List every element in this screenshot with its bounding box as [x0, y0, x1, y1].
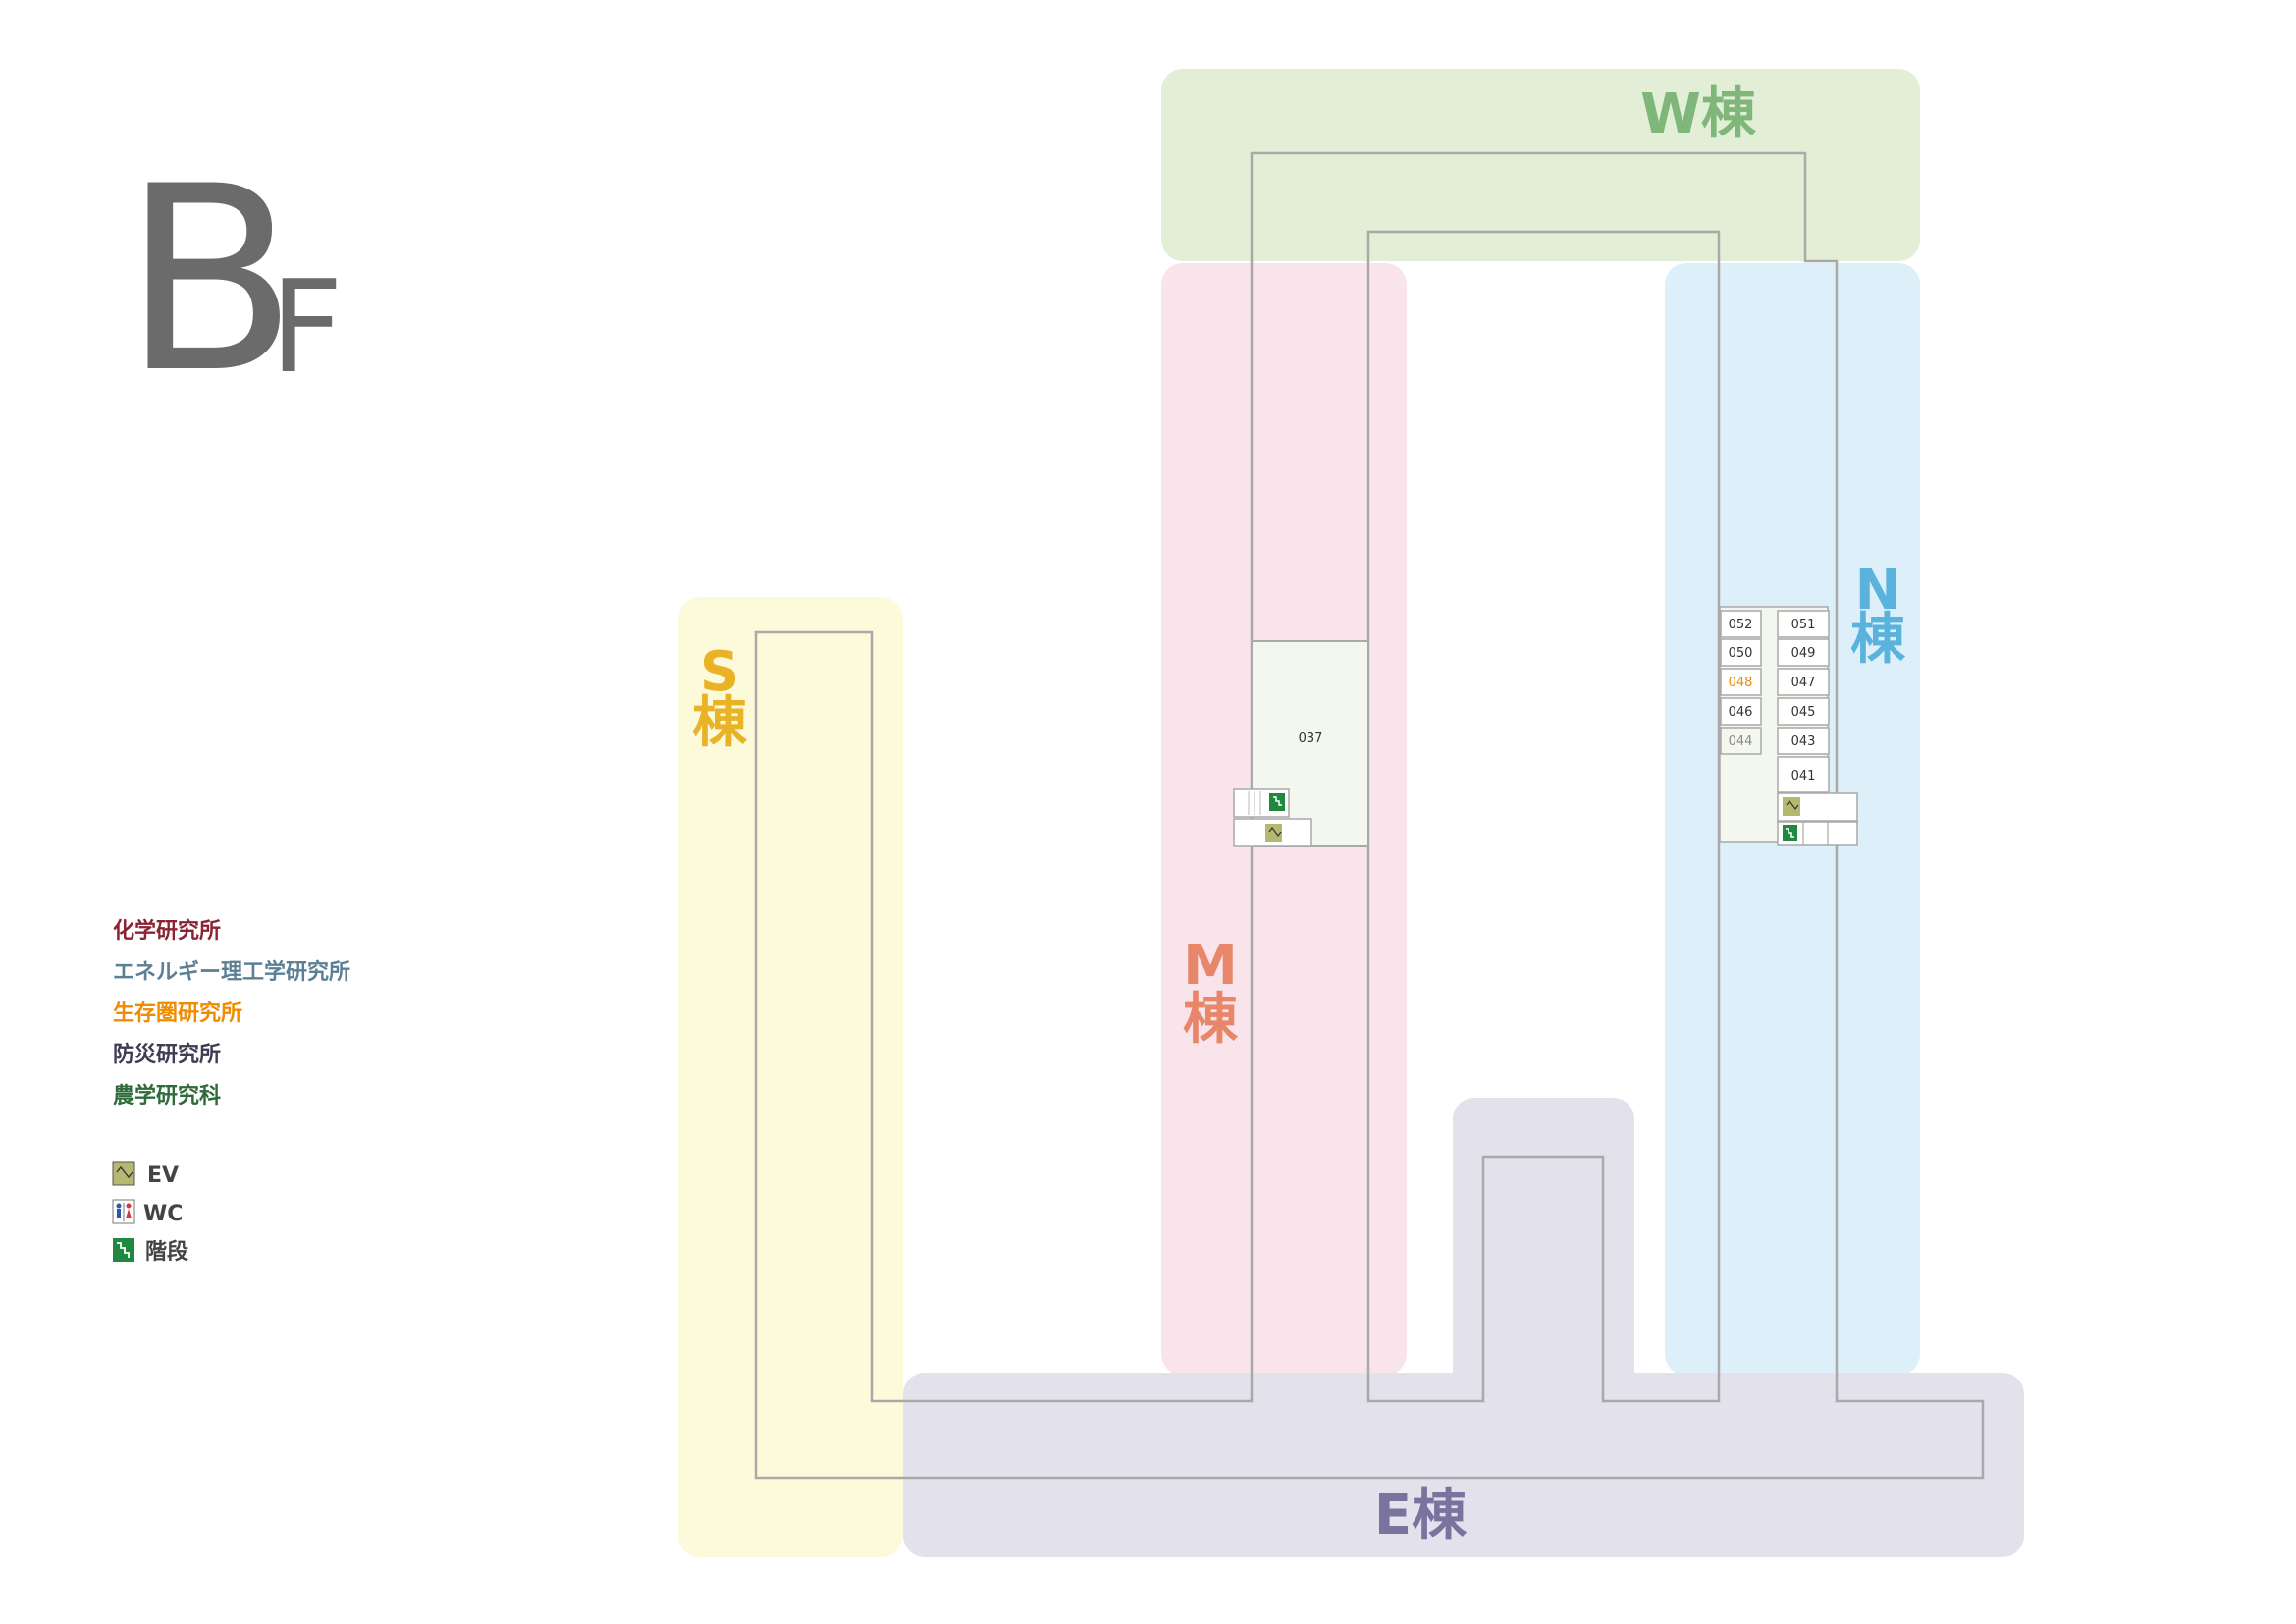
room-045-number: 045	[1791, 705, 1816, 720]
room-052[interactable]	[1720, 610, 1762, 638]
legend-institute-agri: 農学研究科	[113, 1083, 221, 1109]
legend-ev-label: EV	[147, 1164, 179, 1188]
room-048-number: 048	[1729, 676, 1753, 690]
building-label-m: M	[1183, 934, 1238, 998]
room-050[interactable]	[1720, 638, 1762, 667]
elevator-icon	[1783, 797, 1800, 816]
room-043-number: 043	[1791, 734, 1816, 749]
legend-institute-energy: エネルギー理工学研究所	[113, 959, 350, 985]
room-047[interactable]	[1777, 668, 1830, 696]
room-041-number: 041	[1791, 769, 1816, 784]
room-048[interactable]	[1720, 668, 1762, 696]
room-049-number: 049	[1791, 646, 1816, 661]
legend-institute-humanosphere: 生存圏研究所	[113, 1001, 242, 1026]
building-label-s-suffix: 棟	[692, 691, 748, 755]
room-041[interactable]	[1777, 756, 1830, 793]
room-037-number: 037	[1299, 731, 1323, 746]
zone-w-building	[1161, 69, 1920, 261]
stairs-icon	[1269, 793, 1285, 811]
room-043[interactable]	[1777, 727, 1830, 755]
room-051-number: 051	[1791, 618, 1816, 632]
room-047-number: 047	[1791, 676, 1816, 690]
room-045[interactable]	[1777, 697, 1830, 726]
room-046[interactable]	[1720, 697, 1762, 726]
elevator-legend-icon	[112, 1161, 135, 1186]
corridor-outer-outline	[754, 151, 1985, 1480]
legend-wc-label: WC	[143, 1202, 183, 1226]
room-051[interactable]	[1777, 610, 1830, 638]
zone-e-building	[903, 1373, 2024, 1557]
room-046-number: 046	[1729, 705, 1753, 720]
legend-stairs-label: 階段	[145, 1239, 188, 1265]
floor-title-main: B	[123, 133, 297, 429]
floor-title-sub: F	[270, 252, 344, 402]
building-label-s: S	[700, 640, 739, 704]
room-044[interactable]	[1720, 727, 1762, 755]
building-label-n-suffix: 棟	[1850, 608, 1906, 672]
legend-institute-disaster: 防災研究所	[113, 1042, 221, 1067]
elevator-icon	[1265, 824, 1282, 842]
room-044-number: 044	[1729, 734, 1753, 749]
building-label-n: N	[1855, 559, 1901, 623]
building-label-e: E棟	[1374, 1484, 1468, 1547]
stairs-legend-icon	[113, 1238, 134, 1262]
room-052-number: 052	[1729, 618, 1753, 632]
legend-institute-chem: 化学研究所	[113, 918, 221, 944]
zone-s-building	[678, 597, 903, 1557]
building-label-w: W棟	[1640, 82, 1757, 146]
building-label-m-suffix: 棟	[1183, 988, 1239, 1052]
room-049[interactable]	[1777, 638, 1830, 667]
zone-e-annex	[1453, 1098, 1634, 1392]
corridor-inner-outline	[1366, 230, 1721, 1403]
room-050-number: 050	[1729, 646, 1753, 661]
